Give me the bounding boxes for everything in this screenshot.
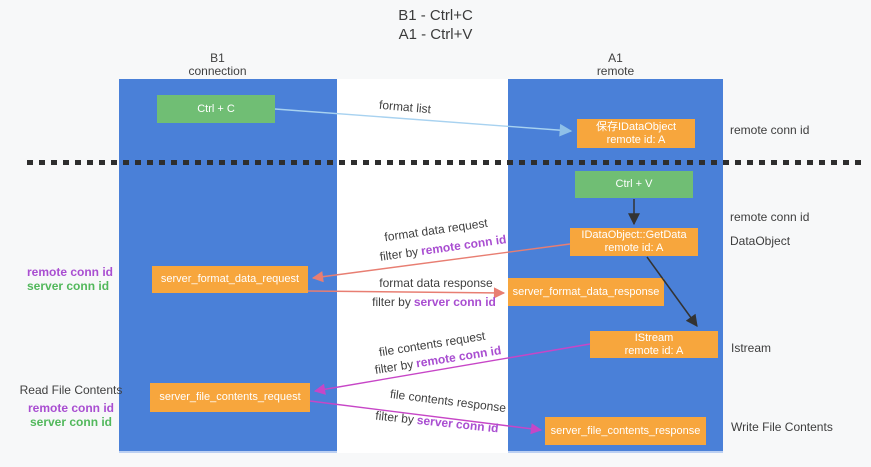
server-conn-id-text: server conn id	[413, 295, 496, 309]
node-server-format-data-request-label: server_format_data_request	[160, 273, 300, 285]
dataobject-label: DataObject	[730, 234, 791, 248]
diagram-title-line-1: B1 - Ctrl+C	[398, 7, 473, 24]
label-format-data-response: format data response	[379, 276, 493, 290]
column-b1-role: connection	[188, 64, 247, 78]
column-header-a1: A1 remote	[508, 52, 723, 78]
filter-by-text: filter by	[372, 295, 411, 309]
node-save-idataobject: 保存IDataObject remote id: A	[577, 119, 695, 148]
node-idataobject-getdata-line2: remote id: A	[604, 242, 664, 254]
node-server-format-data-request: server_format_data_request	[152, 266, 308, 293]
node-ctrl-v: Ctrl + V	[575, 171, 693, 198]
column-header-b1: B1 connection	[110, 52, 325, 78]
node-server-format-data-response-label: server_format_data_response	[512, 285, 660, 298]
diagram-title: B1 - Ctrl+C A1 - Ctrl+V	[0, 6, 871, 44]
left-conn-id-labels: remote conn id server conn id	[27, 265, 113, 293]
write-file-contents-label: Write File Contents	[731, 420, 833, 434]
node-idataobject-getdata-line1: IDataObject::GetData	[581, 229, 687, 241]
node-server-file-contents-request: server_file_contents_request	[150, 383, 310, 412]
node-istream-line2: remote id: A	[624, 344, 684, 357]
node-save-idataobject-line1: 保存IDataObject	[595, 120, 677, 133]
node-server-format-data-response: server_format_data_response	[508, 278, 664, 306]
column-b1-name: B1	[210, 51, 225, 65]
column-a1-name: A1	[608, 51, 623, 65]
node-idataobject-getdata: IDataObject::GetData remote id: A	[570, 228, 698, 256]
node-server-file-contents-response: server_file_contents_response	[545, 417, 706, 445]
node-ctrl-c-label: Ctrl + C	[197, 102, 235, 115]
clipboard-boundary-dashed-line	[27, 160, 866, 165]
node-istream-line1: IStream	[634, 331, 674, 344]
node-ctrl-v-label: Ctrl + V	[615, 178, 653, 190]
node-server-file-contents-response-label: server_file_contents_response	[550, 424, 701, 437]
left-remote-conn-id-label: remote conn id	[27, 265, 114, 279]
right-remote-conn-id-label-mid: remote conn id	[730, 210, 810, 224]
node-server-file-contents-request-label: server_file_contents_request	[159, 391, 301, 403]
column-a1-role: remote	[596, 64, 635, 78]
read-file-contents-labels: Read File Contents remote conn id server…	[10, 383, 132, 429]
node-istream: IStream remote id: A	[590, 331, 718, 358]
right-remote-conn-id-label-top: remote conn id	[730, 123, 810, 137]
left-server-conn-id-label: server conn id	[27, 279, 110, 293]
istream-label: Istream	[731, 341, 772, 355]
node-ctrl-c: Ctrl + C	[157, 95, 275, 123]
left-server-conn-id-label-2: server conn id	[29, 415, 113, 429]
left-remote-conn-id-label-2: remote conn id	[27, 401, 114, 415]
diagram-title-line-2: A1 - Ctrl+V	[398, 26, 473, 43]
node-save-idataobject-line2: remote id: A	[606, 133, 666, 146]
read-file-contents-label: Read File Contents	[19, 383, 123, 397]
